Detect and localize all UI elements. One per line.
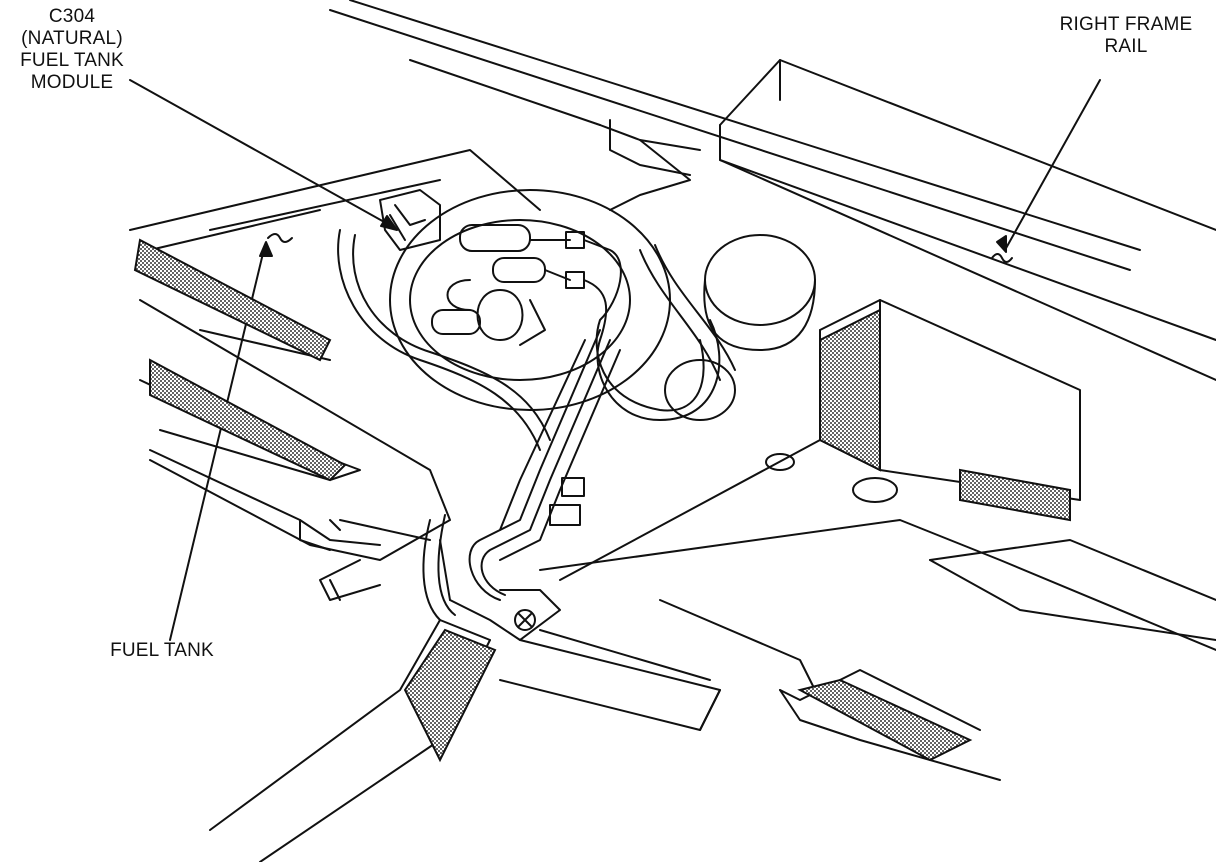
callout-line: C304 <box>48 6 96 27</box>
callout-line: MODULE <box>30 72 114 93</box>
callout-line: RAIL <box>1104 36 1148 57</box>
fuel-tank-module-flange <box>337 189 671 451</box>
module-canister <box>664 234 816 421</box>
callout-right-frame-rail: RIGHT FRAME RAIL <box>1046 14 1206 58</box>
fuel-line-fittings <box>431 224 546 346</box>
mounting-bracket <box>439 539 721 731</box>
leader-arrowheads <box>259 215 1007 257</box>
callout-line: FUEL TANK <box>110 640 214 661</box>
callout-line: RIGHT FRAME <box>1059 14 1193 35</box>
fuel-lines <box>468 231 736 601</box>
right-frame-rail <box>329 0 1216 381</box>
wiring-pigtail <box>422 514 456 621</box>
shaded-surfaces <box>133 238 1071 763</box>
callout-fuel-tank-module: C304 (NATURAL) FUEL TANK MODULE <box>8 6 136 94</box>
callout-line: FUEL TANK <box>20 50 124 71</box>
connector-c304 <box>379 189 441 251</box>
callout-fuel-tank: FUEL TANK <box>92 640 232 662</box>
callout-line: (NATURAL) <box>21 28 123 49</box>
